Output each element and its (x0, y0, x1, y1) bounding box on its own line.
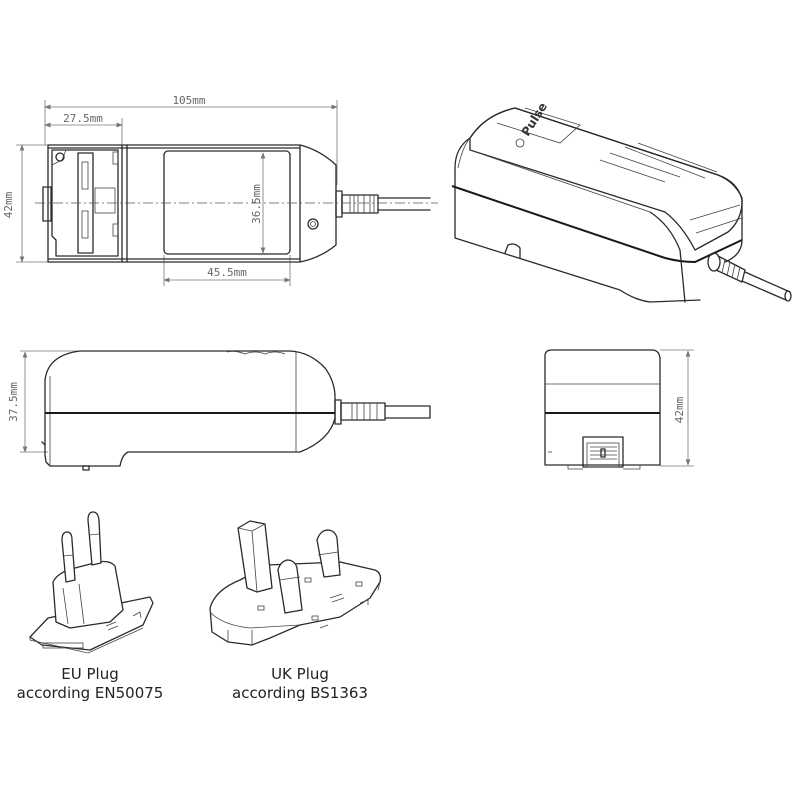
uk-plug-standard: according BS1363 (232, 684, 368, 702)
eu-plug-title: EU Plug (61, 665, 119, 683)
uk-plug-drawing (209, 520, 382, 646)
dim-width-label: 42mm (2, 191, 15, 218)
uk-plug-title: UK Plug (271, 665, 329, 683)
end-view: 42mm (544, 349, 694, 470)
dim-height-label: 37.5mm (7, 382, 20, 422)
eu-plug-drawing (29, 511, 154, 654)
dim-length-label: 105mm (172, 94, 205, 107)
dim-end-width-label: 42mm (673, 396, 686, 423)
dim-label-width-label: 45.5mm (207, 266, 247, 279)
eu-plug-standard: according EN50075 (16, 684, 164, 702)
dim-label-height-label: 36.5mm (250, 184, 263, 224)
isometric-view: Pulse (451, 100, 792, 303)
top-view: 105mm 27.5mm 42mm 36.5mm 45.5mm (2, 94, 438, 286)
uk-plug-caption: UK Plug according BS1363 (205, 665, 395, 703)
dim-plug-section-label: 27.5mm (63, 112, 103, 125)
eu-plug-caption: EU Plug according EN50075 (0, 665, 180, 703)
side-view: 37.5mm (7, 350, 431, 471)
